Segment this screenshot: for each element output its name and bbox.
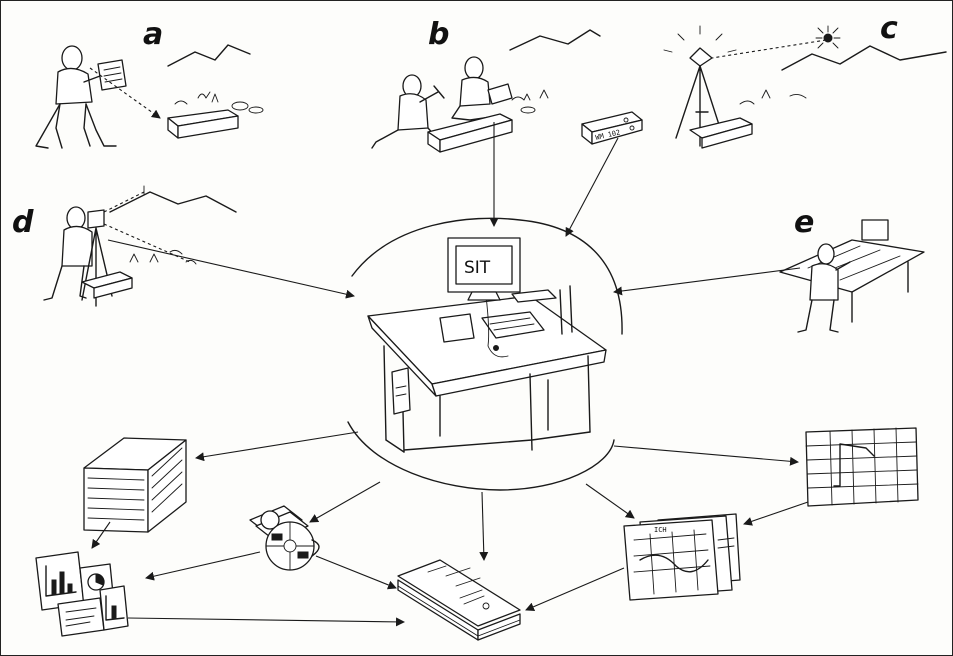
notebook: [487, 83, 513, 105]
arrow-hub-to-disks: [309, 481, 381, 523]
mountains-b: [509, 29, 601, 51]
monitor-stand: [467, 291, 501, 301]
label-d: d: [12, 205, 34, 240]
arrow-hub-to-grid: [613, 445, 799, 466]
person-torso: [55, 67, 93, 105]
computer-screen-text: SIT: [464, 258, 491, 278]
scene-a-field-sketching: [35, 44, 264, 149]
disks-media: [249, 505, 320, 571]
label-c: c: [880, 11, 898, 46]
label-b: b: [428, 17, 449, 52]
arrow-grid-to-maps: [743, 501, 809, 526]
scene-e-drafting: [779, 219, 925, 333]
arrow-hub-to-storage: [195, 431, 359, 462]
arrow-e-to-hub: [613, 267, 801, 296]
mountains-c: [781, 45, 947, 71]
flow-arrows: [91, 122, 809, 627]
side-cabinet: [391, 367, 411, 415]
drafting-board-e: [779, 239, 925, 293]
printed-reports: [397, 559, 521, 641]
map-label: ICH: [654, 526, 667, 534]
label-e: e: [794, 205, 814, 240]
arrow-c-to-hub: [565, 137, 619, 237]
keyboard: [511, 289, 557, 303]
data-storage-stack: [83, 437, 187, 533]
arrow-hub-to-maps: [585, 483, 635, 519]
arrow-d-to-hub: [107, 239, 355, 299]
charts-documents: [35, 551, 129, 637]
theodolite: [87, 209, 105, 229]
satellite-icon: [815, 25, 841, 49]
central-gis-workstation: SIT: [347, 217, 623, 491]
scene-d-theodolite-survey: [43, 185, 237, 307]
scene-b-sampling: [371, 29, 601, 153]
arrow-disks-to-reports: [315, 555, 397, 590]
arrow-hub-to-reports: [479, 491, 489, 561]
person-head: [61, 45, 83, 71]
arrow-storage-to-charts: [91, 521, 111, 549]
grid-map: [805, 427, 919, 507]
hub-circle-top: [351, 217, 623, 335]
gps-antenna: [689, 47, 713, 67]
monitor-e: [861, 219, 889, 241]
arrow-disks-to-charts: [145, 551, 261, 581]
label-a: a: [143, 17, 163, 52]
mountains-a: [167, 44, 251, 67]
map-sheet-front: [623, 519, 719, 601]
scene-c-gps-survey: WM 102: [581, 25, 947, 149]
rock-hammer: [419, 85, 445, 103]
mountains-d: [109, 191, 237, 213]
map-sheets: ICH: [623, 513, 741, 601]
arrow-charts-to-reports: [127, 617, 405, 627]
arrow-maps-to-reports: [525, 567, 625, 611]
hub-circle-bottom: [347, 421, 615, 491]
